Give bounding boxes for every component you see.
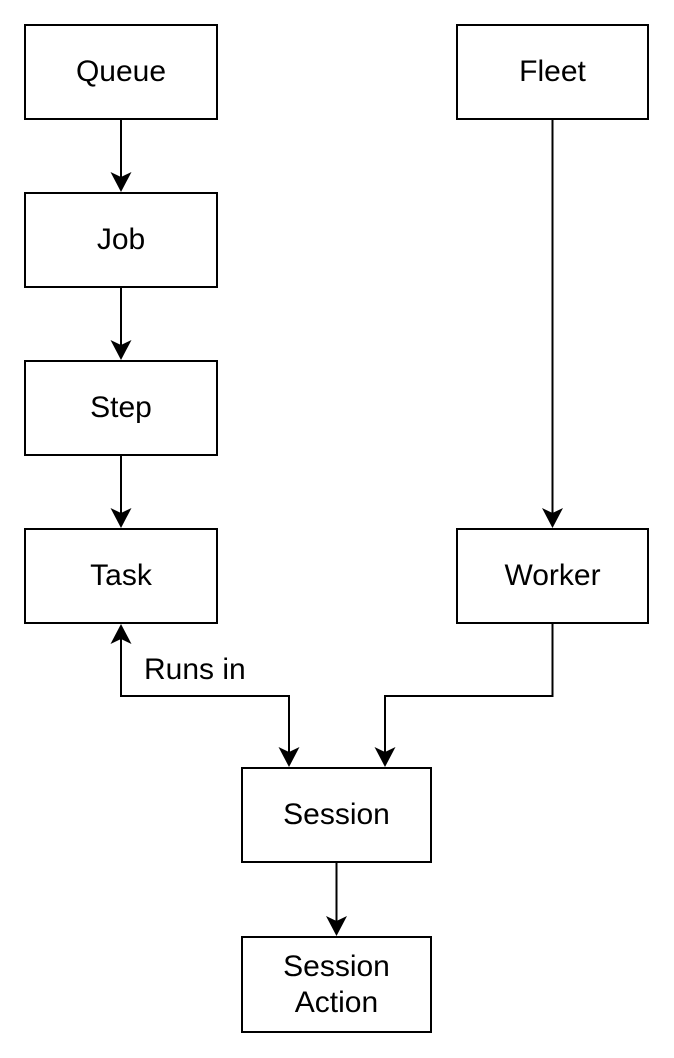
node-fleet-label: Fleet [519,55,586,88]
node-worker: Worker [456,528,649,624]
node-step: Step [24,360,218,456]
node-job: Job [24,192,218,288]
node-session-action: Session Action [241,936,432,1033]
node-worker-label: Worker [504,559,601,592]
arrowhead-down-icon [542,508,563,528]
edge-step-task [110,456,132,528]
arrowhead-up-icon [110,624,132,644]
node-task-label: Task [90,559,152,592]
edge-session-session-action [326,863,347,936]
edge-label-runs-in: Runs in [144,653,246,686]
node-session-action-label: Session Action [283,949,390,1019]
arrowhead-down-icon [374,747,396,767]
node-session: Session [241,767,432,863]
arrowhead-down-icon [278,747,300,767]
arrowhead-down-icon [110,508,132,528]
arrowhead-down-icon [110,172,132,192]
node-queue-label: Queue [75,55,167,88]
arrowhead-down-icon [326,916,347,936]
node-job-label: Job [96,223,146,256]
node-task: Task [24,528,218,624]
node-step-label: Step [90,391,152,424]
node-session-label: Session [283,798,390,831]
edge-worker-session [374,624,554,767]
edge-fleet-worker [542,120,563,528]
edge-job-step [110,288,132,360]
node-queue: Queue [24,24,218,120]
node-fleet: Fleet [456,24,649,120]
arrowhead-down-icon [110,340,132,360]
edge-queue-job [110,120,132,192]
edge-task-session [110,624,300,767]
